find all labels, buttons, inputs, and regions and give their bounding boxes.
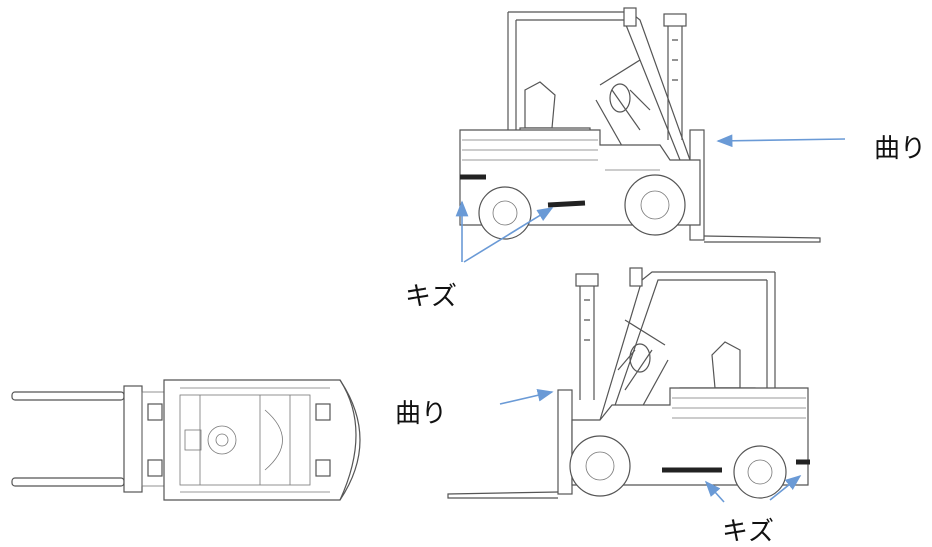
scratch-label-top: キズ [405, 282, 457, 312]
bend-label-top: 曲り [874, 134, 926, 164]
scratch-arrow-top-2 [463, 207, 554, 263]
scratch-label-bottom: キズ [722, 517, 774, 547]
scratch-arrow-bottom-1 [704, 480, 725, 503]
forklift-side-view-left [447, 267, 810, 499]
bend-arrow-top [716, 134, 846, 148]
forklift-top-view [11, 379, 361, 501]
bend-label-bottom: 曲り [395, 399, 447, 429]
forklift-side-view-right [459, 7, 821, 243]
scratch-arrow-bottom-2 [769, 475, 802, 501]
bend-arrow-bottom [499, 389, 554, 405]
damage-mark [547, 200, 586, 208]
